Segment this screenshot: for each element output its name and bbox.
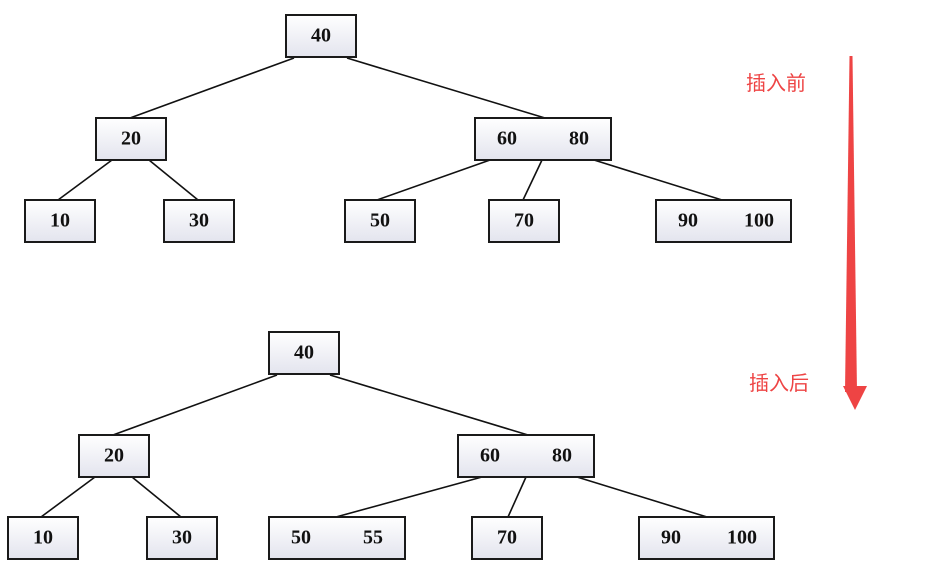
tree-node-root: 40 <box>285 14 357 58</box>
tree-node-leaf-5: 90 100 <box>638 516 775 560</box>
node-key: 60 <box>497 128 517 150</box>
tree-node-leaf-5: 90 100 <box>655 199 792 243</box>
edge-left-to-leaf-1 <box>57 159 113 201</box>
node-box <box>457 434 595 478</box>
tree-after-insert: 40 20 60 80 10 30 50 55 70 90 100 <box>7 331 775 560</box>
node-key: 60 <box>480 445 500 467</box>
node-key: 70 <box>514 210 534 232</box>
node-box <box>638 516 775 560</box>
node-box <box>344 199 416 243</box>
edge-root-to-left <box>129 57 295 119</box>
tree-node-leaf-2: 30 <box>163 199 235 243</box>
edge-root-to-left <box>112 374 278 436</box>
node-box <box>268 331 340 375</box>
node-box <box>7 516 79 560</box>
tree-node-left: 20 <box>78 434 150 478</box>
tree-node-right: 60 80 <box>474 117 612 161</box>
node-key: 20 <box>104 445 124 467</box>
label-after-insert: 插入后 <box>749 371 809 395</box>
tree-node-right: 60 80 <box>457 434 595 478</box>
node-key: 70 <box>497 527 517 549</box>
edge-left-to-leaf-2 <box>148 159 199 201</box>
edge-left-to-leaf-1 <box>40 476 96 518</box>
tree-node-leaf-3: 50 <box>344 199 416 243</box>
edge-root-to-right <box>346 57 546 119</box>
arrow-shaft <box>845 56 857 392</box>
tree-node-leaf-1: 10 <box>7 516 79 560</box>
node-key: 55 <box>363 527 383 549</box>
tree-node-left: 20 <box>95 117 167 161</box>
node-key: 10 <box>33 527 53 549</box>
node-key: 40 <box>311 25 331 47</box>
node-box <box>474 117 612 161</box>
node-key: 50 <box>291 527 311 549</box>
node-key: 50 <box>370 210 390 232</box>
node-box <box>471 516 543 560</box>
node-key: 80 <box>569 128 589 150</box>
node-box <box>78 434 150 478</box>
node-key: 80 <box>552 445 572 467</box>
edge-right-to-leaf-3 <box>376 159 491 201</box>
edge-left-to-leaf-2 <box>131 476 182 518</box>
node-key: 90 <box>678 210 698 232</box>
edge-right-to-leaf-5 <box>576 476 708 518</box>
node-key: 100 <box>727 527 757 549</box>
node-box <box>95 117 167 161</box>
node-key: 20 <box>121 128 141 150</box>
down-arrow-icon <box>843 56 867 410</box>
node-key: 30 <box>189 210 209 232</box>
node-box <box>655 199 792 243</box>
label-before-insert: 插入前 <box>746 71 806 95</box>
tree-node-root: 40 <box>268 331 340 375</box>
edge-root-to-right <box>329 374 529 436</box>
tree-node-leaf-1: 10 <box>24 199 96 243</box>
node-box <box>163 199 235 243</box>
edge-right-to-leaf-3 <box>335 476 483 518</box>
edge-right-to-leaf-4 <box>507 476 527 518</box>
tree-before-insert: 40 20 60 80 10 30 50 70 90 100 <box>24 14 792 243</box>
edge-right-to-leaf-5 <box>593 159 723 201</box>
node-key: 10 <box>50 210 70 232</box>
node-box <box>488 199 560 243</box>
node-box <box>285 14 357 58</box>
node-key: 100 <box>744 210 774 232</box>
tree-node-leaf-2: 30 <box>146 516 218 560</box>
node-key: 30 <box>172 527 192 549</box>
node-key: 40 <box>294 342 314 364</box>
edge-right-to-leaf-4 <box>522 159 543 201</box>
node-box <box>146 516 218 560</box>
arrow-head <box>843 386 867 410</box>
node-key: 90 <box>661 527 681 549</box>
tree-node-leaf-4: 70 <box>488 199 560 243</box>
node-box <box>268 516 406 560</box>
tree-node-leaf-4: 70 <box>471 516 543 560</box>
node-box <box>24 199 96 243</box>
tree-node-leaf-3: 50 55 <box>268 516 406 560</box>
